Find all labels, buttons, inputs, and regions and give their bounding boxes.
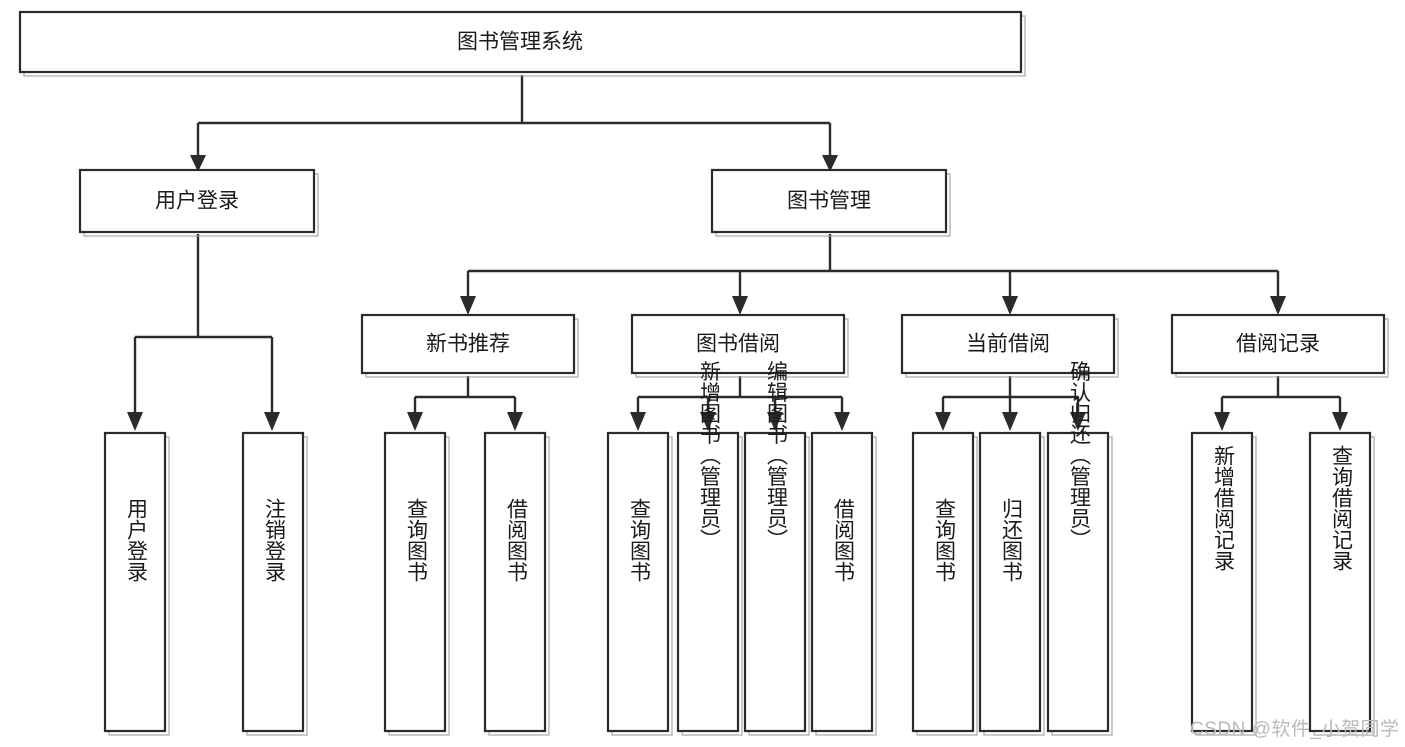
node-leaf-edit-book[interactable]: 编辑图书（管理员） [743,361,810,736]
node-user-login-label: 用户登录 [155,190,239,213]
node-root[interactable]: 图书管理系统 [18,10,1026,77]
arrow-to-leaf-logout [264,412,280,431]
node-current-borrow-label: 当前借阅 [966,333,1050,356]
node-leaf-query-book-2-label: 查询图书 [627,498,651,582]
node-book-borrow[interactable]: 图书借阅 [630,313,849,378]
node-user-login[interactable]: 用户登录 [78,168,319,237]
node-leaf-query-book-3-label: 查询图书 [932,498,956,582]
connector-current-borrow-to-leaves [941,376,1080,413]
node-book-manage[interactable]: 图书管理 [710,168,951,237]
node-book-borrow-label: 图书借阅 [696,333,780,356]
node-leaf-edit-book-label: 编辑图书（管理员） [764,361,788,550]
node-leaf-query-book-3[interactable]: 查询图书 [911,431,978,736]
node-borrow-record-label: 借阅记录 [1236,333,1320,356]
arrow-to-leaf-user-login [127,412,143,431]
arrow-to-leaf-borrow-book-1 [507,412,523,431]
node-leaf-borrow-book-1[interactable]: 借阅图书 [483,431,550,736]
connector-root-to-level2 [196,75,832,156]
node-leaf-add-record-label: 新增借阅记录 [1211,445,1235,571]
node-leaf-borrow-book-2[interactable]: 借阅图书 [810,431,877,736]
arrow-to-leaf-query-book-3 [935,412,951,431]
node-leaf-query-book-1-label: 查询图书 [404,498,428,582]
arrow-to-leaf-return-book [1002,412,1018,431]
node-new-book-recommend-label: 新书推荐 [426,333,510,356]
node-leaf-return-book-label: 归还图书 [999,498,1023,582]
node-leaf-confirm-return[interactable]: 确认归还（管理员） [1046,361,1113,736]
connector-book-borrow-to-leaves [636,376,844,413]
arrow-to-leaf-add-record [1214,412,1230,431]
connector-borrow-record-to-leaves [1220,376,1342,413]
arrow-to-leaf-borrow-book-2 [834,412,850,431]
connector-book-manage-to-level3 [466,234,1280,297]
connector-user-login-to-leaves [133,234,274,413]
node-leaf-borrow-book-2-label: 借阅图书 [831,498,855,582]
arrow-to-leaf-add-book [700,412,716,431]
connector-new-book-recommend-to-leaves [413,376,517,413]
node-leaf-borrow-book-1-label: 借阅图书 [504,498,528,582]
arrow-to-book-borrow [732,296,748,315]
arrow-to-leaf-query-book-1 [407,412,423,431]
arrow-to-leaf-edit-book [767,412,783,431]
node-leaf-query-book-2[interactable]: 查询图书 [606,431,673,736]
node-new-book-recommend[interactable]: 新书推荐 [360,313,579,378]
arrow-to-new-book-recommend [460,296,476,315]
node-leaf-query-record-label: 查询借阅记录 [1329,445,1353,571]
node-leaf-logout-label: 注销登录 [262,498,286,582]
arrow-to-book-manage [822,155,838,172]
arrow-to-leaf-query-record [1332,412,1348,431]
arrow-to-current-borrow [1002,296,1018,315]
node-leaf-return-book[interactable]: 归还图书 [978,431,1045,736]
node-leaf-add-book-label: 新增图书（管理员） [697,361,721,550]
arrow-to-user-login [190,155,206,172]
node-leaf-add-book[interactable]: 新增图书（管理员） [676,361,743,736]
node-root-label: 图书管理系统 [457,31,583,54]
arrow-to-leaf-query-book-2 [630,412,646,431]
node-leaf-confirm-return-label: 确认归还（管理员） [1067,361,1091,550]
node-leaf-logout[interactable]: 注销登录 [241,431,308,736]
node-book-manage-label: 图书管理 [787,190,871,213]
node-leaf-query-book-1[interactable]: 查询图书 [383,431,450,736]
arrow-to-leaf-confirm-return [1070,412,1086,431]
node-current-borrow[interactable]: 当前借阅 [900,313,1119,378]
node-leaf-add-record[interactable]: 新增借阅记录 [1190,431,1257,736]
node-leaf-user-login-label: 用户登录 [124,498,148,582]
arrow-to-borrow-record [1270,296,1286,315]
node-leaf-user-login[interactable]: 用户登录 [103,431,170,736]
connector-layer [127,75,1348,431]
node-borrow-record[interactable]: 借阅记录 [1170,313,1389,378]
node-leaf-query-record[interactable]: 查询借阅记录 [1308,431,1375,736]
